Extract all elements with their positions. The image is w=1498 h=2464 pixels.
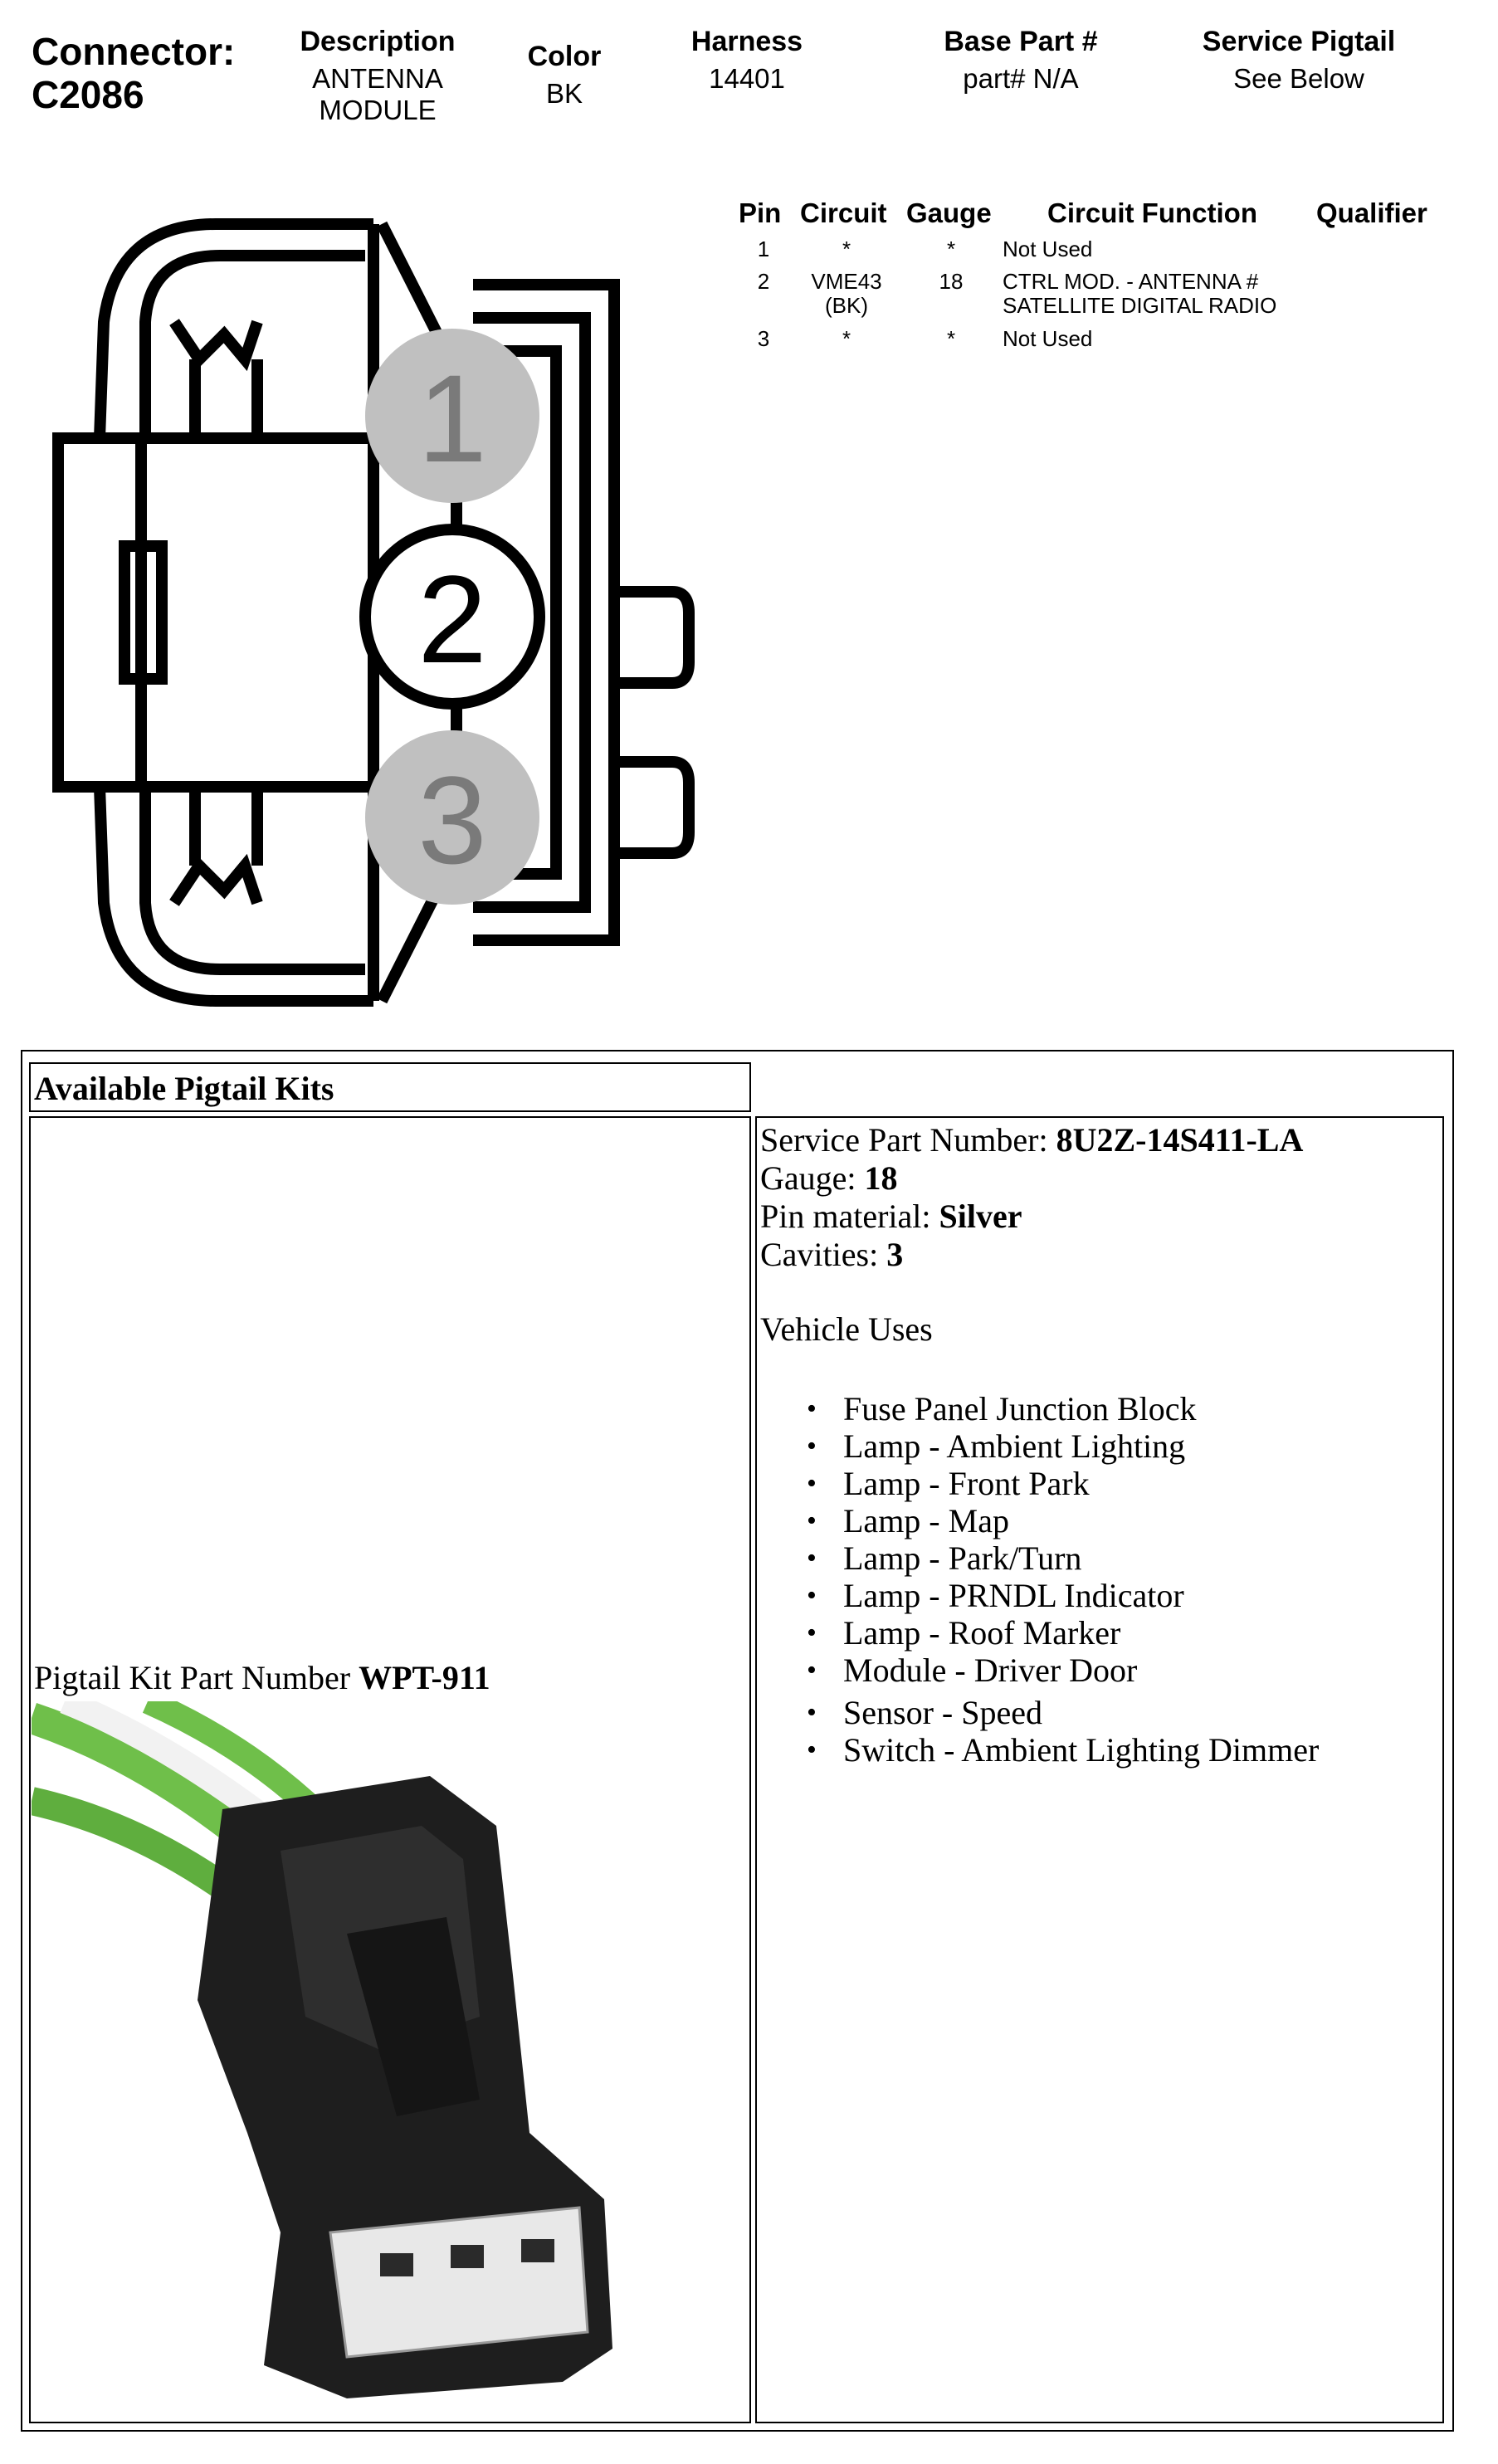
terminal-face	[329, 2206, 589, 2359]
pin-1-function: Not Used	[1003, 237, 1093, 261]
vehicle-uses-list: Fuse Panel Junction BlockLamp - Ambient …	[760, 1390, 1319, 1689]
connector-title: Connector: C2086	[32, 30, 235, 116]
vehicle-uses-heading: Vehicle Uses	[760, 1310, 933, 1348]
vehicle-uses-list-continued: Sensor - SpeedSwitch - Ambient Lighting …	[760, 1694, 1319, 1769]
pigtail-kits-outer-frame	[21, 1050, 1454, 2432]
upper-right-tab	[614, 586, 695, 689]
pin-header: Pin	[739, 198, 782, 228]
vehicle-use-item-5: Lamp - Park/Turn	[760, 1539, 1319, 1577]
cavities-value: 3	[886, 1236, 904, 1273]
vehicle-use-item-7: Lamp - Roof Marker	[760, 1614, 1319, 1652]
vehicle-use-item-3: Lamp - Front Park	[760, 1465, 1319, 1502]
vehicle-use-item-6: Lamp - PRNDL Indicator	[760, 1577, 1319, 1614]
pin-3-function: Not Used	[1003, 326, 1093, 351]
pin-2-gauge: 18	[939, 269, 964, 294]
cavities-line: Cavities: 3	[760, 1236, 1319, 1274]
service-part-cell: Service Part Number: 8U2Z-14S411-LA Gaug…	[755, 1116, 1444, 2423]
pin-material-line: Pin material: Silver	[760, 1198, 1319, 1236]
base-part-label: Base Part #	[944, 26, 1098, 57]
terminal-housing	[473, 279, 620, 946]
pin-3-gauge: *	[946, 326, 956, 351]
gauge-value: 18	[864, 1159, 898, 1197]
terminal-slot-2	[451, 2245, 484, 2268]
pigtail-kit-part-number: WPT-911	[359, 1659, 490, 1696]
vehicle-use-item-2: Lamp - Ambient Lighting	[760, 1427, 1319, 1465]
vehicle-use-item-b-2: Switch - Ambient Lighting Dimmer	[760, 1731, 1319, 1769]
description-column: Description ANTENNA MODULE	[282, 25, 473, 126]
vehicle-use-item-b-1: Sensor - Speed	[760, 1694, 1319, 1731]
color-value: BK	[545, 78, 583, 109]
kits-title: Available Pigtail Kits	[34, 1070, 334, 1107]
cavity-2-number: 2	[417, 549, 486, 689]
vehicle-use-item-8: Module - Driver Door	[760, 1652, 1319, 1689]
cavity-2-circle	[359, 524, 545, 710]
connector-face-diagram: 1 2 3	[52, 218, 695, 1007]
pin-2-circuit-line2: (BK)	[825, 293, 868, 318]
pin-1-number: 1	[757, 237, 770, 261]
lower-right-tab	[614, 756, 695, 859]
pin-2-function: CTRL MOD. - ANTENNA # SATELLITE DIGITAL …	[1003, 270, 1276, 318]
base-part-value: part# N/A	[963, 63, 1079, 94]
connector-label: Connector:	[32, 30, 236, 73]
pin-1-circuit: *	[842, 237, 851, 261]
pin-3-circuit: *	[842, 326, 851, 351]
harness-column: Harness 14401	[664, 25, 830, 95]
description-value-line1: ANTENNA	[312, 63, 443, 94]
service-part-label: Service Part Number:	[760, 1121, 1056, 1159]
pigtail-photo-cell: Pigtail Kit Part Number WPT-911	[29, 1116, 751, 2423]
gauge-line: Gauge: 18	[760, 1159, 1319, 1198]
pin-1-gauge: *	[946, 237, 956, 261]
wire-green-lower	[32, 1787, 239, 1904]
vehicle-use-item-4: Lamp - Map	[760, 1502, 1319, 1539]
connector-id: C2086	[32, 73, 144, 116]
kits-title-cell: Available Pigtail Kits	[29, 1062, 751, 1112]
pin-2-number: 2	[757, 269, 770, 294]
pin-material-value: Silver	[939, 1198, 1022, 1235]
circuit-function-header: Circuit Function	[1047, 198, 1257, 228]
pin-2-function-line2: SATELLITE DIGITAL RADIO	[1003, 293, 1277, 318]
pigtail-kit-label: Pigtail Kit Part Number	[34, 1659, 359, 1696]
color-column: Color BK	[506, 40, 622, 110]
cavity-3-number: 3	[417, 750, 486, 890]
left-key	[119, 540, 168, 685]
latch-ridge	[347, 1917, 480, 2116]
service-part-line: Service Part Number: 8U2Z-14S411-LA	[760, 1121, 1319, 1159]
body-rectangle	[100, 432, 373, 793]
gauge-header: Gauge	[906, 198, 992, 228]
outer-hood	[52, 218, 373, 1007]
cavity-1-number: 1	[417, 349, 486, 488]
pigtail-kit-caption: Pigtail Kit Part Number WPT-911	[34, 1659, 490, 1697]
vehicle-use-item-1: Fuse Panel Junction Block	[760, 1390, 1319, 1427]
pigtail-photo	[32, 1701, 745, 2420]
cavities-label: Cavities:	[760, 1236, 887, 1273]
harness-label: Harness	[690, 26, 803, 57]
cavity-3-circle	[365, 730, 539, 905]
harness-value: 14401	[709, 63, 785, 94]
inner-hood	[139, 250, 365, 975]
pin-2-circuit: VME43 (BK)	[797, 270, 896, 318]
circuit-header: Circuit	[800, 198, 887, 228]
lower-latch	[169, 781, 263, 906]
service-pigtail-column: Service Pigtail See Below	[1178, 25, 1419, 95]
terminal-slot-3	[521, 2239, 554, 2262]
cavity-1-circle	[365, 329, 539, 503]
pin-material-label: Pin material:	[760, 1198, 939, 1235]
upper-latch	[169, 319, 263, 444]
service-part-value: 8U2Z-14S411-LA	[1056, 1121, 1304, 1159]
pin-3-number: 3	[757, 326, 770, 351]
gauge-label: Gauge:	[760, 1159, 865, 1197]
service-pigtail-label: Service Pigtail	[1202, 26, 1396, 57]
pin-2-function-line1: CTRL MOD. - ANTENNA #	[1003, 269, 1259, 294]
qualifier-header: Qualifier	[1316, 198, 1427, 228]
service-pigtail-value: See Below	[1233, 63, 1364, 94]
color-label: Color	[527, 41, 602, 72]
cavity-group: 1 2 3	[359, 329, 545, 905]
terminal-slot-1	[380, 2253, 413, 2276]
service-part-details: Service Part Number: 8U2Z-14S411-LA Gaug…	[760, 1121, 1319, 1769]
description-label: Description	[300, 26, 456, 57]
base-part-column: Base Part # part# N/A	[921, 25, 1120, 95]
pin-2-circuit-line1: VME43	[811, 269, 882, 294]
description-value-line2: MODULE	[319, 95, 437, 125]
